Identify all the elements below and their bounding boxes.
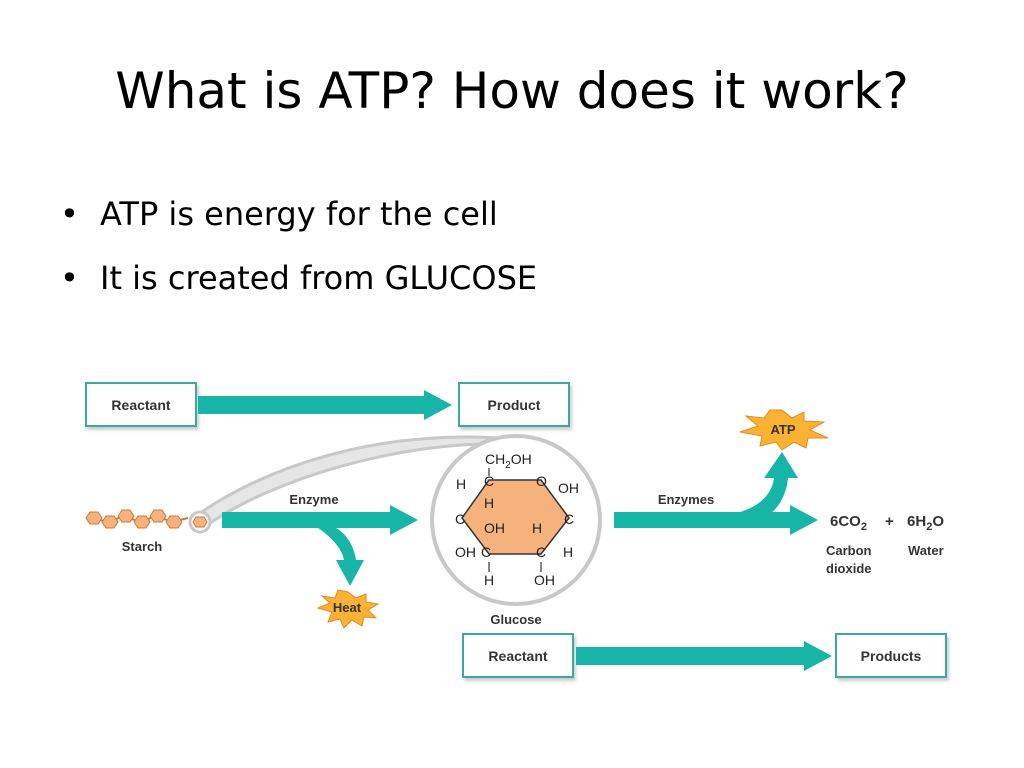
top-reactant-box: Reactant	[85, 382, 197, 427]
bottom-reactant-box: Reactant	[462, 633, 574, 678]
glucose-ring	[461, 479, 570, 555]
atp-branch-arrow	[740, 452, 798, 520]
svg-text:OH: OH	[534, 572, 555, 588]
bullet-list: ATP is energy for the cell It is created…	[60, 190, 537, 318]
svg-text:C: C	[564, 511, 574, 527]
svg-text:C: C	[481, 544, 491, 560]
starch-chain	[85, 509, 212, 534]
svg-text:H: H	[456, 476, 466, 492]
svg-text:Heat: Heat	[333, 600, 362, 615]
svg-text:Reactant: Reactant	[488, 648, 547, 664]
heat-starburst: Heat	[316, 589, 380, 629]
bottom-arrow	[576, 641, 832, 671]
enzyme-arrow	[222, 505, 418, 535]
svg-text:C: C	[536, 544, 546, 560]
svg-text:C: C	[484, 473, 494, 489]
top-arrow	[198, 390, 452, 420]
svg-text:OH: OH	[455, 544, 476, 560]
heat-branch-arrow	[318, 528, 364, 586]
svg-text:C: C	[455, 511, 465, 527]
plus-sign: +	[885, 513, 894, 530]
svg-text:OH: OH	[558, 480, 579, 496]
svg-text:Product: Product	[488, 397, 541, 413]
atp-starburst: ATP	[739, 409, 829, 451]
svg-text:OH: OH	[484, 520, 505, 536]
bullet-item: It is created from GLUCOSE	[60, 254, 537, 318]
h2o-formula: 6H2O	[907, 513, 944, 533]
enzymes-label: Enzymes	[658, 492, 714, 507]
svg-text:O: O	[536, 473, 547, 489]
starch-label: Starch	[122, 539, 163, 554]
svg-text:ATP: ATP	[770, 422, 795, 437]
svg-text:H: H	[484, 572, 494, 588]
svg-text:H: H	[532, 520, 542, 536]
enzyme-label: Enzyme	[289, 492, 338, 507]
slide-title: What is ATP? How does it work?	[115, 62, 909, 120]
svg-text:Reactant: Reactant	[111, 397, 170, 413]
svg-text:H: H	[484, 495, 494, 511]
water-label: Water	[908, 543, 944, 558]
co2-formula: 6CO2	[830, 513, 867, 533]
top-product-box: Product	[458, 382, 570, 427]
svg-text:CH2OH: CH2OH	[485, 451, 532, 471]
bullet-item: ATP is energy for the cell	[60, 190, 537, 254]
svg-text:Products: Products	[861, 648, 922, 664]
svg-text:H: H	[563, 544, 573, 560]
glucose-structure: CH2OH C O H H OH C C OH H OH C C H H OH	[455, 451, 579, 588]
enzymes-arrow	[614, 505, 818, 535]
glucose-label: Glucose	[490, 612, 541, 627]
bottom-products-box: Products	[835, 633, 947, 678]
